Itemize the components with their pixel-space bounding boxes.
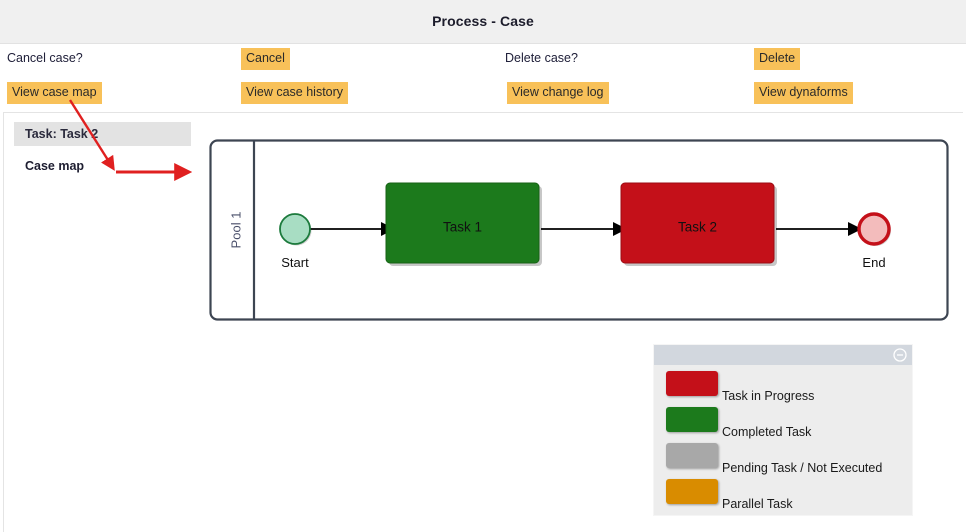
start-event xyxy=(279,213,311,245)
legend-swatch-completed-task xyxy=(666,407,718,432)
start-event-label: Start xyxy=(281,255,309,270)
section-divider xyxy=(3,112,963,113)
cancel-case-prompt: Cancel case? xyxy=(7,51,83,65)
legend-label-completed-task: Completed Task xyxy=(722,425,812,439)
end-event xyxy=(857,212,891,246)
legend-titlebar xyxy=(654,345,912,365)
cancel-button[interactable]: Cancel xyxy=(241,48,290,70)
legend-label-task-in-progress: Task in Progress xyxy=(722,389,815,403)
legend-label-parallel-task: Parallel Task xyxy=(722,497,793,511)
view-dynaforms-button[interactable]: View dynaforms xyxy=(754,82,853,104)
task2-label: Task 2 xyxy=(678,220,717,235)
case-map-link[interactable]: Case map xyxy=(25,159,85,173)
legend-item: Task in Progress xyxy=(654,371,912,407)
minimize-icon[interactable] xyxy=(893,348,907,362)
flow-arrowhead-2 xyxy=(613,222,627,236)
current-task-label: Task: Task 2 xyxy=(25,127,99,141)
delete-button[interactable]: Delete xyxy=(754,48,801,70)
legend-item: Parallel Task xyxy=(654,479,912,515)
case-map-diagram[interactable]: Pool 1 Start Task 1 Task 2 End xyxy=(209,139,949,321)
flow-arrowhead-3 xyxy=(848,222,862,236)
view-case-history-button[interactable]: View case history xyxy=(241,82,349,104)
current-task-header: Task: Task 2 xyxy=(14,122,191,146)
view-case-map-button[interactable]: View case map xyxy=(7,82,102,104)
action-toolbar: Cancel case? Cancel Delete case? Delete … xyxy=(0,44,966,112)
delete-case-prompt: Delete case? xyxy=(505,51,578,65)
page-title: Process - Case xyxy=(432,13,534,29)
pool-frame xyxy=(209,139,949,321)
legend-item: Completed Task xyxy=(654,407,912,443)
pool-label: Pool 1 xyxy=(228,212,243,249)
task2-box xyxy=(620,182,775,264)
legend-panel[interactable]: Task in Progress Completed Task Pending … xyxy=(654,345,912,515)
task1-box xyxy=(385,182,540,264)
content-left-border xyxy=(3,112,4,532)
task1-label: Task 1 xyxy=(443,220,482,235)
legend-swatch-pending-task xyxy=(666,443,718,468)
legend-item: Pending Task / Not Executed xyxy=(654,443,912,479)
legend-swatch-parallel-task xyxy=(666,479,718,504)
window-title-bar: Process - Case xyxy=(0,0,966,44)
legend-label-pending-task: Pending Task / Not Executed xyxy=(722,461,883,475)
legend-swatch-task-in-progress xyxy=(666,371,718,396)
end-event-label: End xyxy=(862,255,885,270)
view-change-log-button[interactable]: View change log xyxy=(507,82,609,104)
